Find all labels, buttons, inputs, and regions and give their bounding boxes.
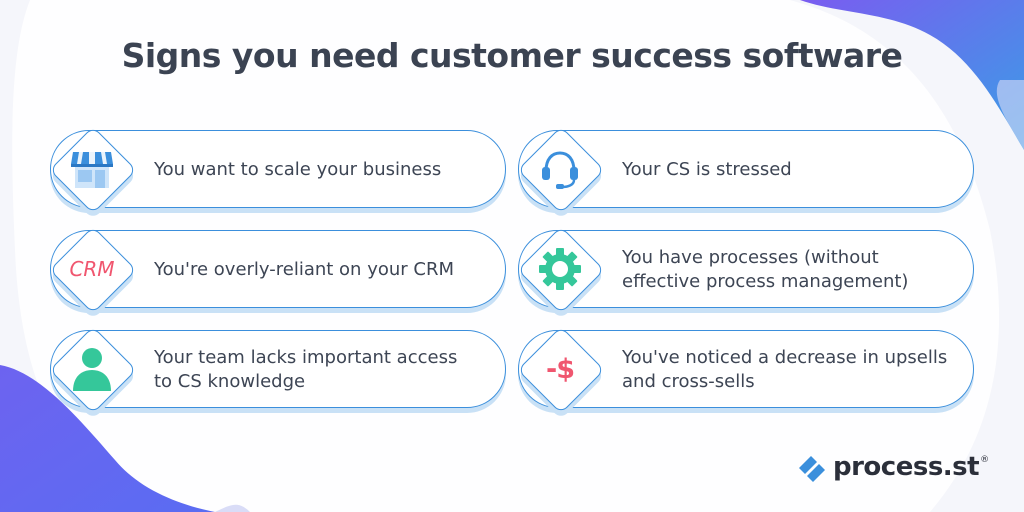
sign-text: You have processes (without effective pr… xyxy=(622,247,909,292)
crm-icon-label: CRM xyxy=(69,257,115,281)
corner-shape-bottom-left-shadow xyxy=(215,504,250,512)
logo-registered-mark: ® xyxy=(980,455,990,465)
person-icon xyxy=(62,339,122,399)
sign-text: You've noticed a decrease in upsells and… xyxy=(622,347,948,392)
headset-icon xyxy=(530,139,590,199)
corner-shape-top-right xyxy=(800,0,1024,150)
process-st-logo-mark-icon xyxy=(799,456,825,482)
sign-card-crm-reliant: You're overly-reliant on your CRM xyxy=(50,230,506,308)
sign-text: You're overly-reliant on your CRM xyxy=(154,259,454,280)
logo-wordmark: process.st xyxy=(833,452,980,482)
dollar-decrease-icon-label: -$ xyxy=(546,353,575,385)
page-title: Signs you need customer success software xyxy=(121,36,903,75)
corner-shape-bottom-left xyxy=(0,365,215,512)
gear-icon xyxy=(530,239,590,299)
corner-shape-top-right-shadow xyxy=(996,80,1024,150)
sign-text: You want to scale your business xyxy=(154,159,442,180)
storefront-icon xyxy=(62,139,122,199)
sign-text: Your team lacks important access to CS k… xyxy=(154,347,458,392)
dollar-decrease-icon: -$ xyxy=(530,339,590,399)
crm-icon: CRM xyxy=(62,239,122,299)
sign-text: Your CS is stressed xyxy=(622,159,792,180)
process-st-logo: process.st ® xyxy=(797,452,989,482)
